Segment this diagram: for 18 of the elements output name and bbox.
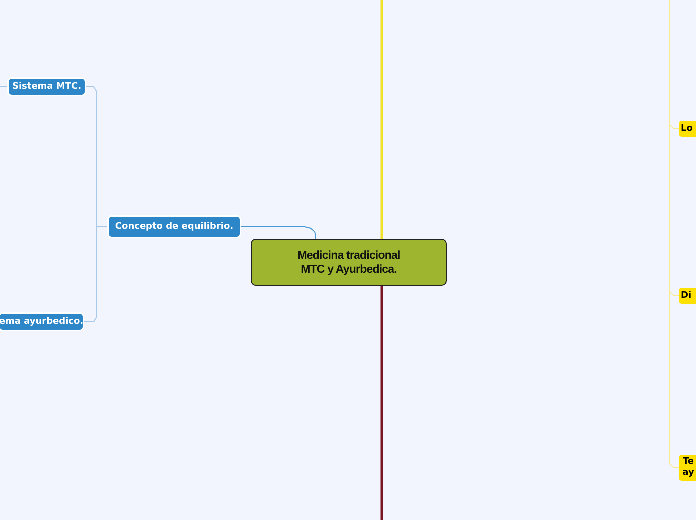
subtopic-label: Lo (681, 124, 693, 134)
subtopic-box (679, 288, 696, 304)
connector-line (670, 0, 680, 468)
topic-box (9, 79, 85, 95)
connector-line (380, 0, 384, 239)
topic-label: ema ayurbedico. (0, 317, 84, 327)
subtopic-label: Te ay (682, 457, 696, 479)
topic-label: Sistema MTC. (12, 82, 82, 92)
topic-label: Concepto de equilibrio. (115, 222, 234, 232)
topic-box (0, 314, 83, 330)
connector-line (82, 226, 110, 322)
connector-line (380, 286, 384, 520)
central-topic-label: Medicina tradicional MTC y Ayurbedica. (296, 248, 402, 276)
subtopic-label: Di (681, 290, 692, 302)
topic-box (109, 217, 240, 237)
central-topic-box (251, 239, 447, 286)
connector-line (240, 226, 316, 240)
subtopic-box (679, 121, 696, 137)
